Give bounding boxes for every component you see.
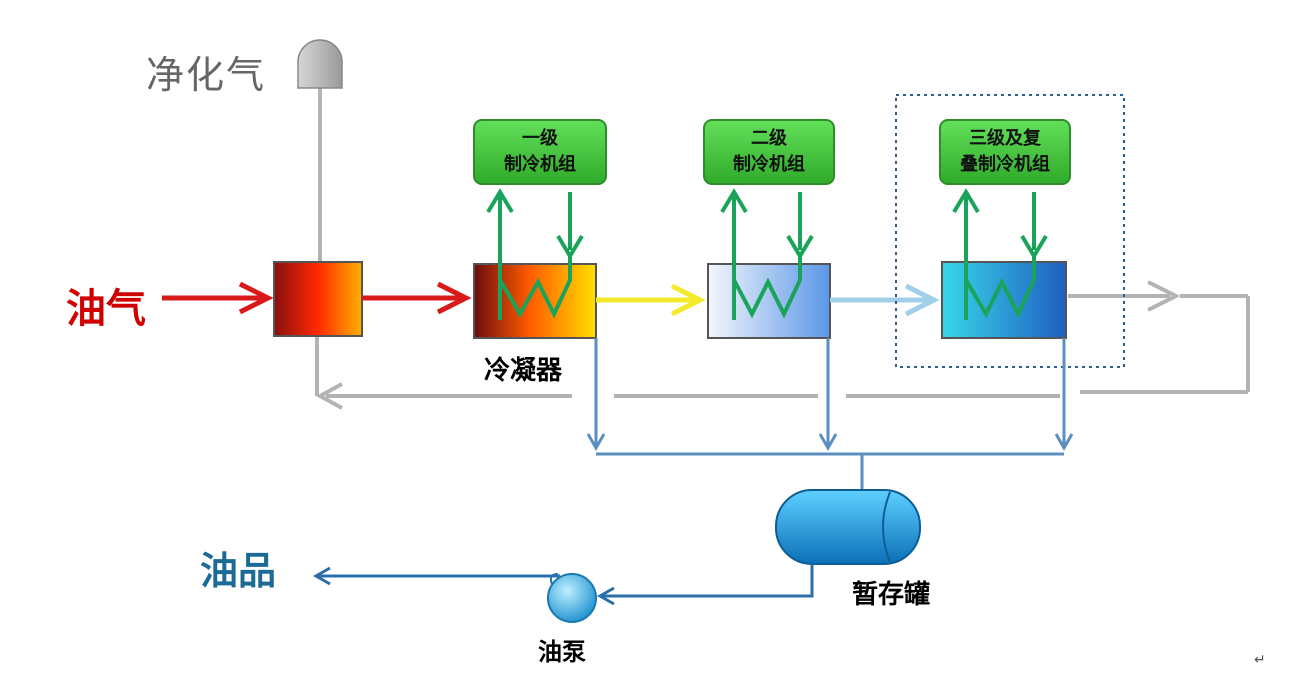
unit-2-line1: 二级: [751, 128, 787, 149]
unit-1-line1: 一级: [522, 128, 558, 149]
unit-3-line2: 叠制冷机组: [960, 154, 1050, 175]
return-mark-icon: ↵: [1254, 652, 1266, 668]
gas-return-line: [315, 280, 1250, 410]
unit-3-line1: 三级及复: [969, 128, 1041, 149]
oil-gas-label: 油气: [66, 286, 146, 332]
coil-loop-3: [952, 188, 1048, 320]
stage1-to-stage2-arrow: [596, 283, 706, 317]
storage-tank-label: 暂存罐: [852, 580, 931, 610]
vent-stack: [297, 39, 343, 262]
tank-to-pump-line: [596, 564, 814, 606]
unit-1-line2: 制冷机组: [504, 154, 576, 175]
refrigeration-unit-3-label: 三级及复 叠制冷机组: [940, 126, 1070, 178]
cooler-stage-1: [473, 263, 597, 339]
oil-pump: [547, 573, 597, 623]
cooler-stage-3: [941, 261, 1067, 339]
oil-gas-inlet-arrow: [162, 281, 274, 315]
condensate-drains: [586, 338, 1074, 492]
refrigeration-unit-2-label: 二级 制冷机组: [704, 126, 834, 178]
oil-product-label: 油品: [200, 549, 277, 593]
cooler-label: 冷凝器: [484, 356, 563, 386]
stage3-dotted-frame: [895, 94, 1125, 368]
feed-arrow: [362, 281, 472, 315]
coil-loop-1: [486, 188, 584, 320]
refrigeration-unit-3-box: [939, 119, 1071, 185]
coil-loop-2: [720, 188, 814, 320]
purified-gas-label: 净化气: [146, 53, 267, 97]
storage-tank: [775, 489, 921, 565]
refrigeration-unit-1-box: [473, 119, 607, 185]
refrigeration-unit-1-label: 一级 制冷机组: [474, 126, 606, 178]
pump-to-product-line: [312, 566, 560, 586]
cooler-stage-2: [707, 263, 831, 339]
refrigeration-unit-2-box: [703, 119, 835, 185]
oil-pump-label: 油泵: [538, 638, 586, 666]
stage2-to-stage3-arrow: [830, 283, 940, 317]
unit-2-line2: 制冷机组: [733, 154, 805, 175]
pre-exchanger: [273, 261, 363, 337]
